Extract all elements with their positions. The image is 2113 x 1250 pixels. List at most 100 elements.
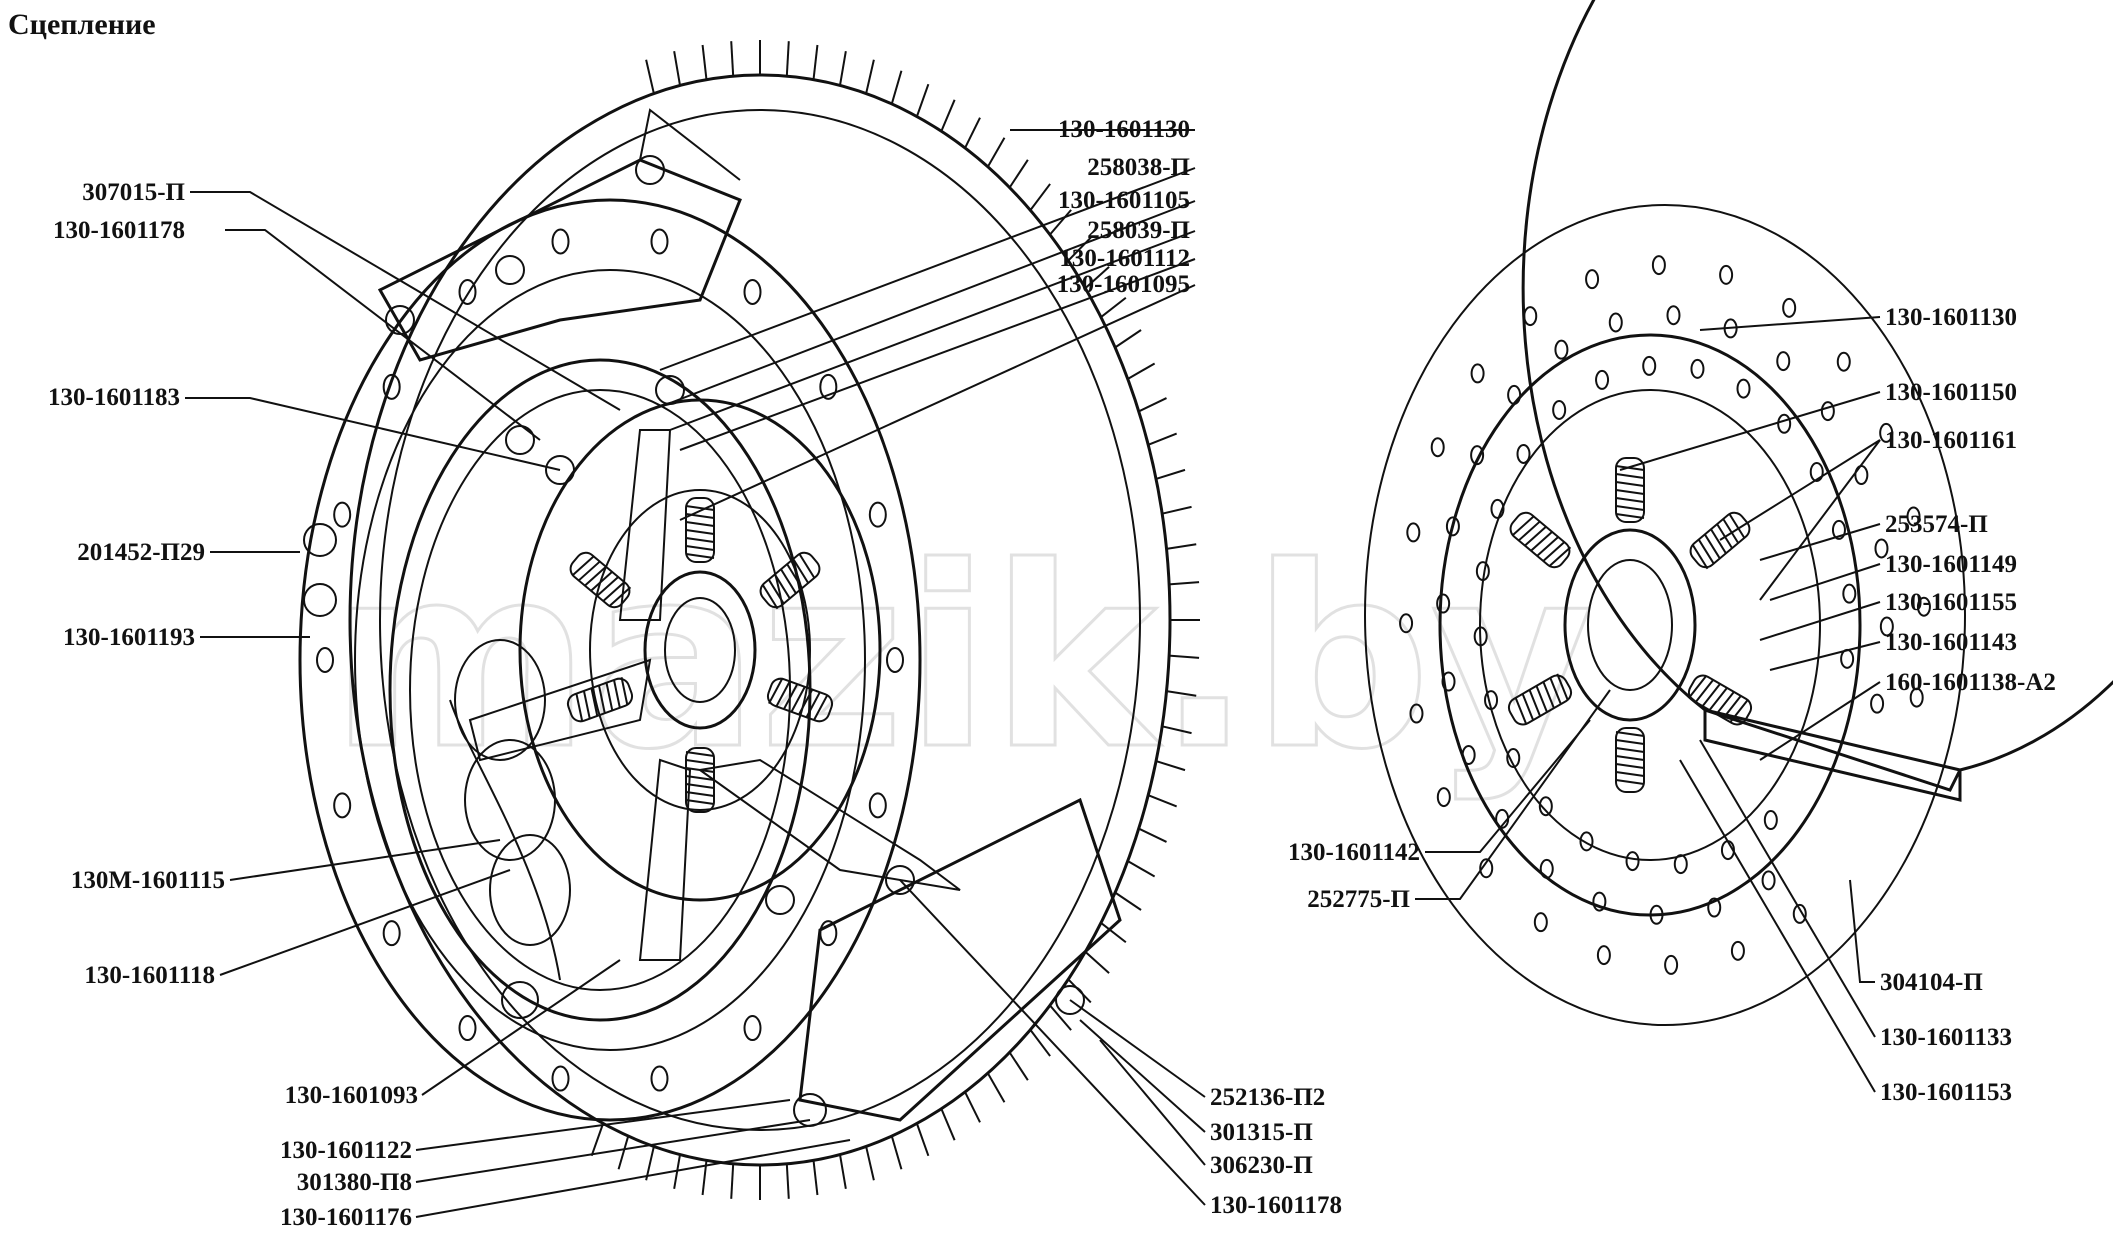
rivet-hole [1874, 538, 1889, 559]
clutch-disc-hub [518, 398, 882, 902]
gear-tooth [839, 50, 847, 86]
housing-hole [868, 792, 887, 819]
part-label: 301380-П8 [297, 1169, 412, 1196]
part-label: 160-1601138-А2 [1885, 669, 2056, 696]
gear-tooth [617, 1135, 630, 1170]
rivet-hole [1879, 422, 1894, 443]
gear-tooth [915, 1123, 930, 1157]
gear-tooth [1008, 1051, 1029, 1081]
housing-holes [316, 228, 904, 1092]
leader-line [421, 959, 621, 1096]
leader-line [1769, 641, 1881, 671]
part-label: 301315-П [1210, 1119, 1313, 1146]
gear-tooth [1029, 1029, 1051, 1057]
rivet-hole [1470, 445, 1485, 466]
gear-tooth [1049, 209, 1072, 236]
part-label: 130-1601142 [1288, 839, 1420, 866]
leader-line [1759, 523, 1881, 561]
gear-tooth [645, 59, 655, 94]
gear-tooth [964, 1091, 981, 1123]
rivet-hole [1870, 693, 1885, 714]
rivet-hole [1596, 945, 1611, 966]
spring [1509, 511, 1572, 569]
gear-tooth [1169, 654, 1200, 659]
housing-hole [868, 501, 887, 528]
gear-tooth [1029, 183, 1051, 211]
rivet-hole [1763, 810, 1778, 831]
leader-line [415, 1119, 811, 1183]
spring [685, 497, 715, 563]
gear-tooth [1138, 827, 1167, 843]
part-label: 130-1601161 [1885, 427, 2017, 454]
pressure-plate-housing [298, 198, 922, 1122]
part-label: 130-1601112 [1059, 245, 1190, 272]
spring [1615, 727, 1645, 793]
housing-hole [458, 278, 477, 305]
rivet-hole [1430, 437, 1445, 458]
leader-line [1619, 391, 1881, 471]
rivet-hole [1475, 561, 1490, 582]
spring [1507, 673, 1573, 726]
gear-tooth [730, 1163, 735, 1199]
leader-line [679, 284, 1196, 521]
gear-tooth [865, 1146, 875, 1181]
gear-tooth [865, 59, 875, 94]
leader-line [1769, 563, 1881, 601]
gear-tooth [890, 70, 903, 105]
gear-tooth [1049, 1004, 1072, 1031]
housing-hole [458, 1015, 477, 1042]
gear-tooth [1161, 725, 1192, 735]
part-label: 253574-П [1885, 511, 1988, 538]
rivet-hole [1579, 831, 1594, 852]
leader-line [1079, 1019, 1206, 1133]
gear-tooth [1138, 397, 1167, 413]
flywheel-ring-gear [348, 40, 1200, 1200]
release-levers [303, 108, 1122, 1127]
rivet-hole [1642, 355, 1657, 376]
spring [759, 551, 821, 610]
driven-disc [1364, 0, 2113, 1026]
housing-hole [886, 647, 904, 673]
part-label: 130-1601176 [280, 1204, 412, 1231]
rivet-hole [1507, 384, 1522, 405]
gear-tooth [730, 41, 735, 77]
callout-labels: 307015-П130-1601178130-1601183201452-П29… [48, 116, 2056, 1231]
leader-line [659, 167, 1196, 371]
rivet-hole [1831, 519, 1846, 540]
housing-hole [551, 228, 570, 255]
rivet-hole [1585, 269, 1600, 290]
rivet-hole [1625, 851, 1640, 872]
rivet-hole [1776, 351, 1791, 372]
leader-line [1679, 759, 1876, 1093]
leader-line [219, 869, 511, 976]
leader-line [1099, 1039, 1206, 1166]
rivet-hole [1840, 648, 1855, 669]
rivet-hole [1436, 787, 1451, 808]
rivet-hole [1461, 744, 1476, 765]
housing-hole [333, 501, 352, 528]
rivet-hole [1651, 255, 1666, 276]
rivet-hole [1730, 940, 1745, 961]
leader-line [1425, 719, 1591, 853]
rivet-hole [1441, 671, 1456, 692]
gear-tooth [1067, 236, 1092, 262]
leader-line [679, 258, 1196, 451]
leader-line [1849, 879, 1875, 983]
part-label: 130-1601093 [285, 1082, 418, 1109]
rivet-hole [1538, 796, 1553, 817]
part-label: 130-1601193 [63, 624, 195, 651]
part-label: 130-1601095 [1057, 271, 1190, 298]
gear-tooth [1147, 794, 1178, 808]
rivet-hole [1470, 363, 1485, 384]
rivet-hole [1690, 358, 1705, 379]
gear-tooth [1127, 860, 1156, 878]
leader-line [1759, 681, 1881, 761]
gear-tooth [1100, 296, 1127, 319]
housing-hole [650, 1065, 669, 1092]
part-label: 130-1601105 [1058, 187, 1190, 214]
spring [1687, 674, 1753, 726]
leader-line [415, 1099, 791, 1151]
rivet-hole [1736, 378, 1751, 399]
leader-line [1699, 316, 1881, 331]
gear-tooth [1114, 329, 1142, 349]
